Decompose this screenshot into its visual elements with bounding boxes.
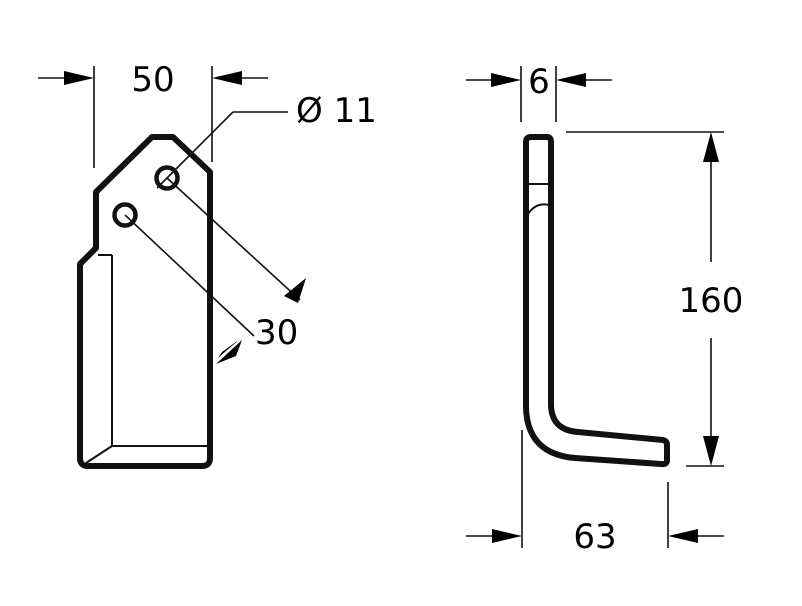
offset-dimension-label: 63 — [573, 517, 616, 557]
spacing-extension-lower — [124, 214, 255, 337]
bevel-line-corner — [85, 445, 113, 464]
thickness-dimension-label: 6 — [528, 62, 550, 102]
width-dimension-label: 50 — [131, 60, 174, 100]
width-arrow-left — [64, 71, 94, 85]
hole-diameter-label: Ø 11 — [296, 91, 377, 131]
thickness-arrow-right — [556, 73, 586, 87]
width-arrow-right — [212, 71, 242, 85]
offset-arrow-left — [492, 529, 522, 543]
thickness-arrow-left — [491, 73, 521, 87]
shank-curve — [527, 203, 550, 215]
height-arrow-top — [703, 132, 719, 162]
height-dimension-label: 160 — [679, 281, 744, 321]
spacing-arrow-lower-head — [216, 340, 242, 364]
blade-side-outline — [523, 134, 670, 468]
height-arrow-bottom — [703, 436, 719, 466]
hole-spacing-label: 30 — [255, 313, 298, 353]
spacing-arrow-upper — [284, 278, 306, 303]
spacing-extension-upper — [166, 177, 301, 301]
side-view: 6 160 63 — [466, 62, 743, 557]
offset-arrow-right — [668, 529, 698, 543]
front-view: 50 Ø 11 30 — [38, 60, 377, 469]
blade-front-outline — [77, 134, 213, 469]
diameter-leader-line — [156, 111, 234, 189]
